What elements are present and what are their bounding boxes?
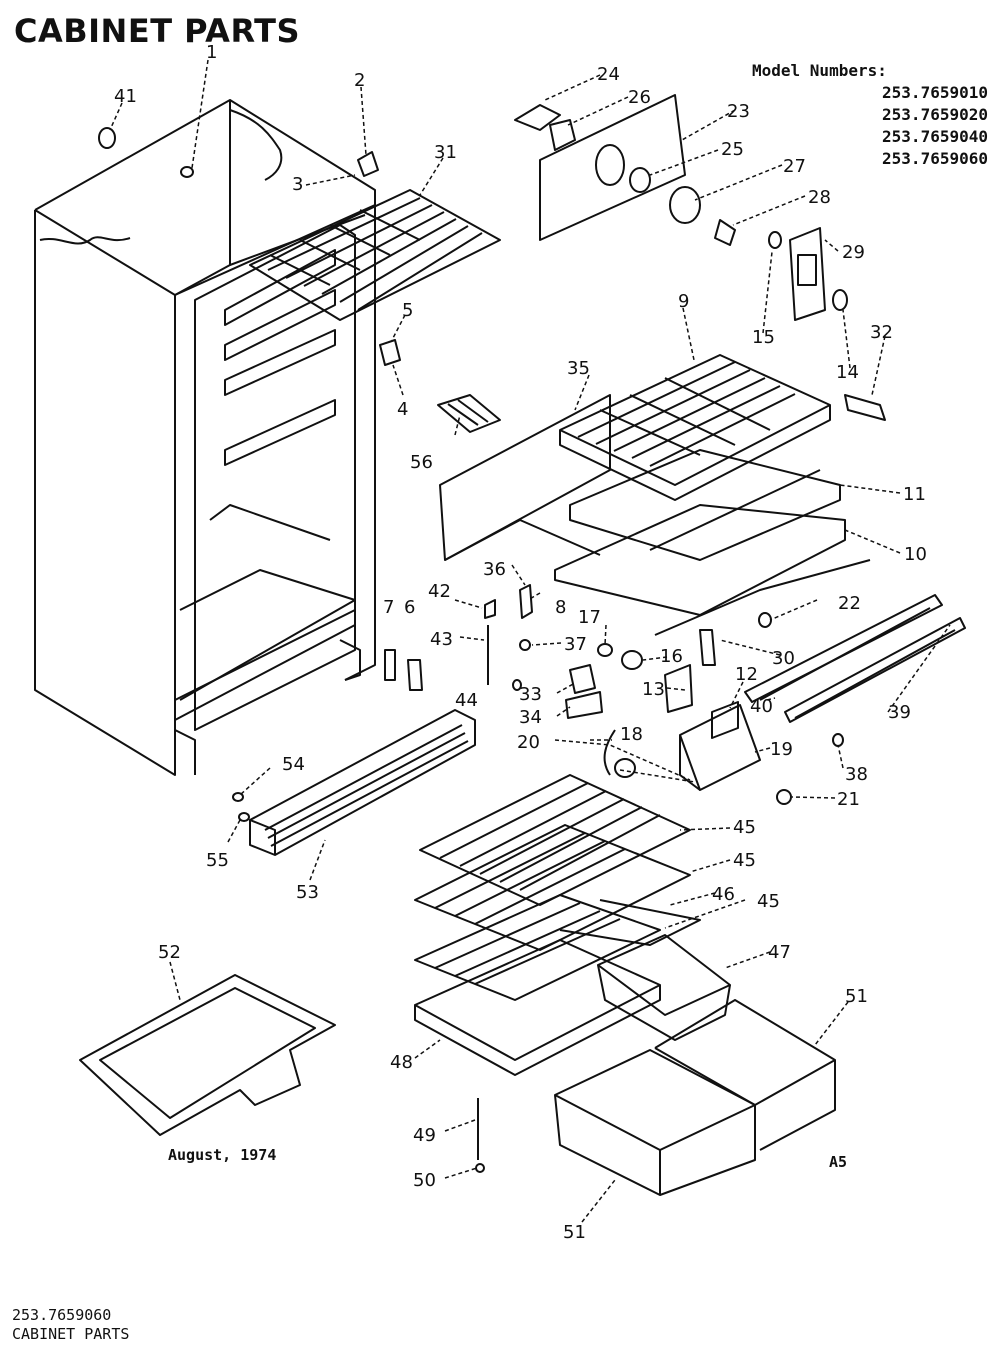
callout-11: 11 (903, 484, 926, 505)
callout-13: 13 (642, 679, 665, 700)
callout-14: 14 (836, 362, 859, 383)
callout-20: 20 (517, 732, 540, 753)
meat-keeper (679, 704, 761, 791)
callout-21: 21 (837, 789, 860, 810)
page-title: CABINET PARTS (14, 12, 301, 50)
callout-45: 45 (757, 891, 780, 912)
callout-29: 29 (842, 242, 865, 263)
callout-37: 37 (564, 634, 587, 655)
callout-31: 31 (434, 142, 457, 163)
callout-1: 1 (206, 42, 217, 63)
callout-labels: 1 2 3 4 5 6 7 8 9 10 11 12 13 14 15 16 1… (114, 42, 927, 1243)
callout-24: 24 (597, 64, 620, 85)
callout-35: 35 (567, 358, 590, 379)
model-number: 253.7659020 (882, 105, 988, 124)
page-code: A5 (829, 1153, 848, 1171)
drawer-rails (744, 594, 966, 723)
callout-51: 51 (563, 1222, 586, 1243)
callout-3: 3 (292, 174, 303, 195)
callout-39: 39 (888, 702, 911, 723)
callout-50: 50 (413, 1170, 436, 1191)
callout-15: 15 (752, 327, 775, 348)
callout-2: 2 (354, 70, 365, 91)
callout-51: 51 (845, 986, 868, 1007)
top-wire-shelf (249, 189, 501, 321)
callout-17: 17 (578, 607, 601, 628)
callout-18: 18 (620, 724, 643, 745)
callout-45: 45 (733, 817, 756, 838)
hardware-parts (98, 127, 844, 1173)
callout-4: 4 (397, 399, 408, 420)
callout-40: 40 (750, 696, 773, 717)
rear-panel (439, 394, 611, 561)
base-grille (249, 709, 476, 856)
footer: 253.7659060 CABINET PARTS (12, 1306, 129, 1344)
callout-45: 45 (733, 850, 756, 871)
callout-32: 32 (870, 322, 893, 343)
model-number: 253.7659040 (882, 127, 988, 146)
callout-30: 30 (772, 648, 795, 669)
footer-model-number: 253.7659060 (12, 1306, 112, 1324)
callout-48: 48 (390, 1052, 413, 1073)
callout-28: 28 (808, 187, 831, 208)
callout-42: 42 (428, 581, 451, 602)
fresh-food-shelves (414, 774, 701, 1001)
callout-53: 53 (296, 882, 319, 903)
callout-16: 16 (660, 646, 683, 667)
footer-section-title: CABINET PARTS (12, 1325, 130, 1343)
crisper-drawers (554, 999, 836, 1196)
leader-lines (109, 59, 951, 1223)
callout-49: 49 (413, 1125, 436, 1146)
callout-38: 38 (845, 764, 868, 785)
callout-7: 7 (383, 597, 394, 618)
model-number: 253.7659010 (882, 83, 988, 102)
callout-44: 44 (455, 690, 478, 711)
callout-23: 23 (727, 101, 750, 122)
light-switch-assembly (768, 227, 886, 421)
callout-6: 6 (404, 597, 415, 618)
callout-12: 12 (735, 664, 758, 685)
callout-27: 27 (783, 156, 806, 177)
revision-date: August, 1974 (168, 1146, 277, 1164)
model-number: 253.7659060 (882, 149, 988, 168)
callout-5: 5 (402, 300, 413, 321)
callout-46: 46 (712, 884, 735, 905)
callout-9: 9 (678, 291, 689, 312)
callout-26: 26 (628, 87, 651, 108)
crisper-cover (414, 939, 661, 1076)
callout-25: 25 (721, 139, 744, 160)
control-panel-assembly (514, 94, 736, 246)
callout-8: 8 (555, 597, 566, 618)
callout-19: 19 (770, 739, 793, 760)
callout-41: 41 (114, 86, 137, 107)
callout-34: 34 (519, 707, 542, 728)
callout-56: 56 (410, 452, 433, 473)
callout-47: 47 (768, 942, 791, 963)
callout-54: 54 (282, 754, 305, 775)
callout-22: 22 (838, 593, 861, 614)
cabinet-shell (34, 99, 376, 776)
model-numbers-label: Model Numbers: (752, 61, 887, 80)
callout-36: 36 (483, 559, 506, 580)
model-numbers-block: Model Numbers: 253.7659010 253.7659020 2… (752, 60, 992, 170)
callout-10: 10 (904, 544, 927, 565)
callout-43: 43 (430, 629, 453, 650)
callout-52: 52 (158, 942, 181, 963)
freezer-shelf-stack (554, 354, 871, 636)
callout-55: 55 (206, 850, 229, 871)
ice-tray (437, 394, 501, 433)
drip-tray (79, 974, 336, 1136)
callout-33: 33 (519, 684, 542, 705)
